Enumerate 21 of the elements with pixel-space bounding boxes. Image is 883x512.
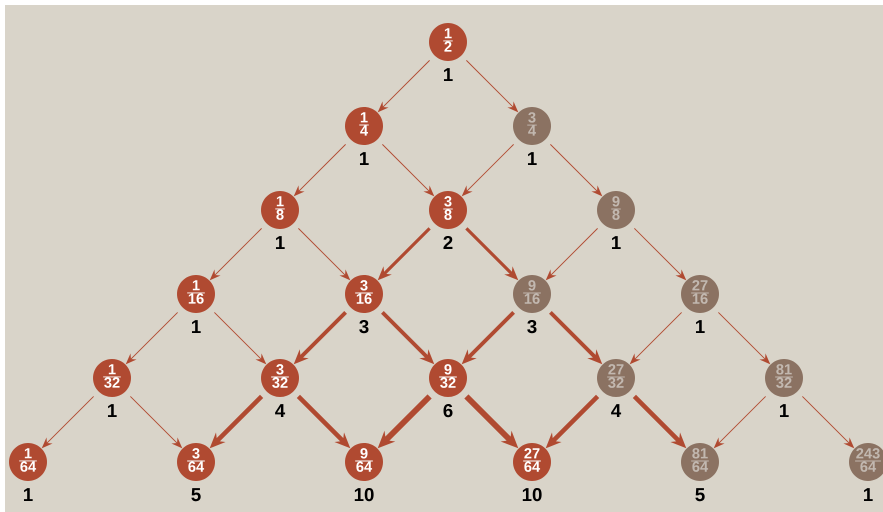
count-label: 3	[527, 320, 537, 334]
count-label: 1	[276, 236, 285, 249]
count-label: 1	[108, 404, 117, 417]
count-label: 5	[191, 488, 201, 502]
count-label: 1	[360, 152, 369, 165]
count-label: 6	[444, 404, 453, 418]
count-label: 2	[443, 236, 452, 249]
count-label: 1	[24, 488, 33, 501]
count-label: 1	[444, 68, 453, 81]
count-label: 10	[354, 488, 374, 502]
count-label: 4	[275, 404, 286, 417]
count-label: 10	[522, 488, 542, 502]
count-label: 3	[359, 320, 369, 334]
count-label: 4	[611, 404, 622, 417]
count-label: 1	[528, 152, 537, 165]
count-label: 5	[695, 488, 705, 502]
count-label: 1	[696, 320, 705, 333]
count-label: 1	[612, 236, 621, 249]
count-label: 1	[192, 320, 201, 333]
count-label: 1	[864, 488, 873, 501]
count-label: 1	[780, 404, 789, 417]
